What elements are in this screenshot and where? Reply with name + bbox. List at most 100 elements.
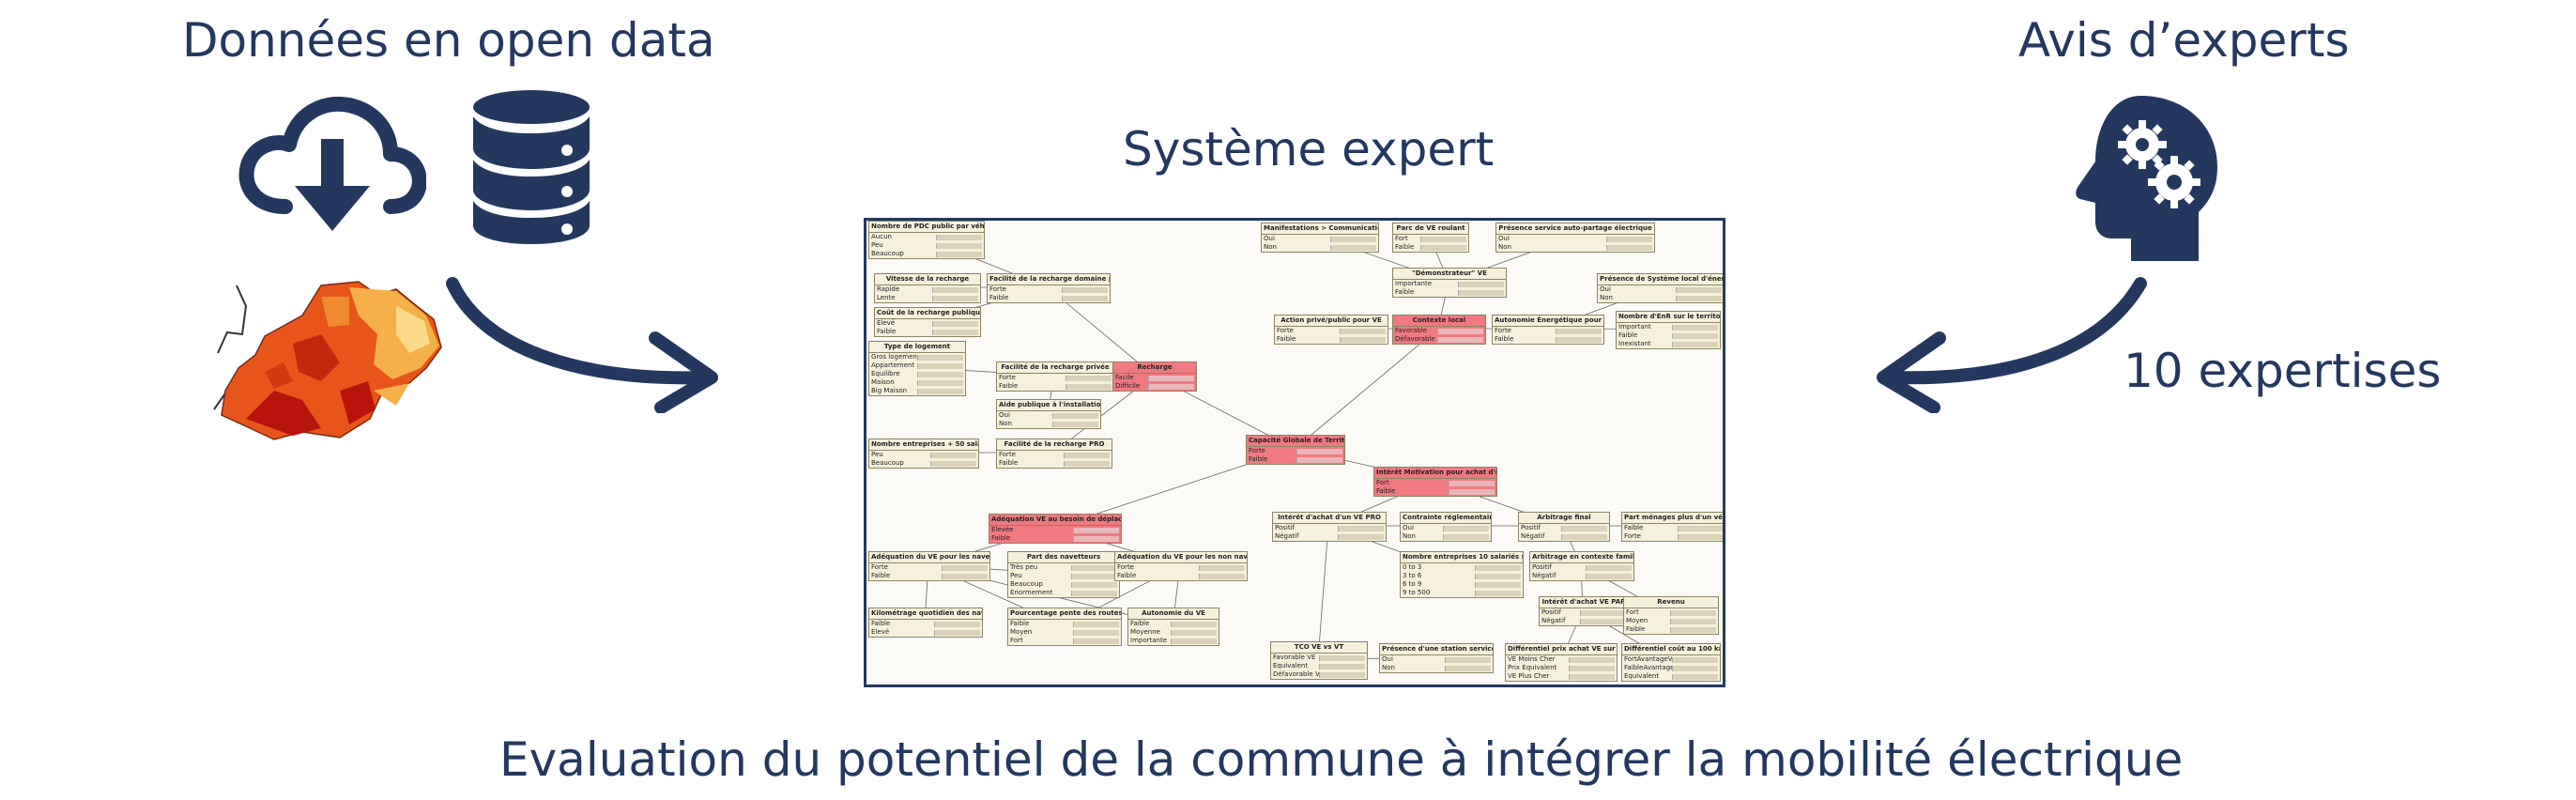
network-node-state: FortAvantageVE xyxy=(1622,655,1720,664)
network-node-state: Très peu xyxy=(1008,563,1119,572)
network-node-state: Forte xyxy=(997,451,1112,459)
network-node-title: Recharge xyxy=(1113,362,1196,374)
network-node-title: Intérêt Motivation pour achat d'un VE xyxy=(1374,468,1496,479)
network-node-state: Oui xyxy=(1380,655,1493,664)
right-title: Avis d’experts xyxy=(2018,13,2350,68)
network-node-title: Intérêt d'achat VE PAR xyxy=(1540,597,1628,608)
network-node-title: Nombre entreprises 10 salariés sur POP xyxy=(1401,552,1523,563)
network-node-title: Contrainte réglementaire xyxy=(1401,513,1491,524)
network-node-state: Elevée xyxy=(989,526,1121,534)
network-node-state: Positif xyxy=(1519,524,1609,532)
network-node-state: Beaucoup xyxy=(1008,580,1119,589)
network-node-title: Intérêt d'achat d'un VE PRO xyxy=(1273,513,1386,524)
network-node-state: Equilibre xyxy=(869,370,965,378)
network-node-state: Oui xyxy=(997,411,1100,420)
network-node-state: Moyen xyxy=(1624,617,1718,625)
network-node-state: Faible xyxy=(1128,620,1219,628)
region-map xyxy=(213,281,442,440)
network-node-state: Non xyxy=(1401,532,1491,541)
network-node-state: Elevé xyxy=(869,628,982,637)
cloud-download-icon xyxy=(238,96,426,231)
network-node-state: Faible xyxy=(1624,625,1718,634)
network-node-title: Arbitrage final xyxy=(1519,513,1609,524)
network-node-state: Inexistant xyxy=(1617,340,1720,348)
network-node-title: Nombre de PDC public par véhicule xyxy=(869,222,984,233)
network-node-title: Coût de la recharge publique xyxy=(875,308,980,319)
network-node-state: Elevé xyxy=(875,319,980,328)
network-node-title: Différentiel coût au 100 km VE VT xyxy=(1622,644,1720,655)
network-node-state: Difficile xyxy=(1113,382,1196,391)
network-node-title: Facilité de la recharge PRO xyxy=(997,439,1112,451)
network-node-title: Revenu xyxy=(1624,597,1718,608)
network-node-state: Oui xyxy=(1401,524,1491,532)
network-node-title: Autonomie du VE xyxy=(1128,608,1219,620)
network-node-state: Négatif xyxy=(1519,532,1609,541)
network-node-state: Non xyxy=(1496,243,1654,252)
network-node-state: Non xyxy=(1380,664,1493,672)
network-node-state: Oui xyxy=(1262,235,1378,243)
network-node-title: Présence d'une station service xyxy=(1380,644,1493,655)
network-node-title: Arbitrage en contexte familial xyxy=(1530,552,1633,563)
network-node-state: Positif xyxy=(1530,563,1633,572)
network-node-state: Forte xyxy=(1275,327,1388,335)
network-node-title: Parc de VE roulant xyxy=(1393,223,1468,235)
network-node-state: Faible xyxy=(1393,288,1506,297)
network-node-state: Faible xyxy=(1617,331,1720,340)
network-node-title: Présence de Système local d'énergie xyxy=(1598,274,1723,285)
left-title: Données en open data xyxy=(182,13,715,68)
network-node: Capacité Globale de TerritoireForteFaibl… xyxy=(1246,435,1345,465)
network-node-state: Forte xyxy=(1115,563,1247,572)
network-node: Part ménages plus d'un véhiculeFaibleFor… xyxy=(1621,512,1723,542)
network-node-title: Facilité de la recharge privée xyxy=(997,362,1113,374)
network-node-state: Faible xyxy=(869,572,989,580)
network-node-title: Présence service auto-partage électrique xyxy=(1496,223,1654,235)
network-node-title: Aide publique à l'installation xyxy=(997,400,1100,411)
network-node: Nombre entreprises + 50 salariésPeuBeauc… xyxy=(868,438,979,469)
network-node-state: Positif xyxy=(1540,608,1628,617)
network-node-state: Favorable xyxy=(1393,327,1485,335)
network-node-state: Faible xyxy=(869,620,982,628)
network-node-state: Faible xyxy=(1115,572,1247,580)
network-node-state: Faible xyxy=(1247,455,1344,464)
network-node-state: Aucun xyxy=(869,233,984,241)
network-node-title: "Démonstrateur" VE xyxy=(1393,269,1506,280)
network-node-title: Nombre d'EnR sur le territoire xyxy=(1617,312,1720,323)
network-node-state: Faible xyxy=(1393,243,1468,252)
network-node-state: Big Maison xyxy=(869,387,965,395)
network-node-state: Faible xyxy=(1493,335,1603,344)
network-node-state: Important xyxy=(1617,323,1720,331)
network-node-state: Equivalent xyxy=(1622,672,1720,681)
network-node-state: Beaucoup xyxy=(869,459,978,468)
network-node-state: Faible xyxy=(1374,487,1496,496)
network-node-state: 0 to 3 xyxy=(1401,563,1523,572)
network-node-state: Oui xyxy=(1598,285,1723,294)
network-node-title: Part ménages plus d'un véhicule xyxy=(1622,513,1723,524)
network-node-state: Forte xyxy=(997,374,1113,382)
expert-system-network: Nombre de PDC public par véhiculeAucunPe… xyxy=(864,218,1725,687)
network-node-state: Prix Equivalent xyxy=(1506,664,1617,672)
network-node: Nombre entreprises 10 salariés sur POP0 … xyxy=(1400,551,1524,598)
network-node-state: 3 to 6 xyxy=(1401,572,1523,580)
network-node-state: Non xyxy=(1262,243,1378,252)
network-node-state: Gros logements xyxy=(869,353,965,362)
network-node: Adéquation du VE pour les non navetteurs… xyxy=(1114,551,1248,581)
network-edge xyxy=(1294,328,1439,450)
network-node-state: Importante xyxy=(1128,637,1219,645)
network-node-state: Facile xyxy=(1113,374,1196,382)
network-node-state: Non xyxy=(997,420,1100,428)
network-edge xyxy=(1317,525,1331,660)
network-node-state: Faible xyxy=(988,294,1110,302)
